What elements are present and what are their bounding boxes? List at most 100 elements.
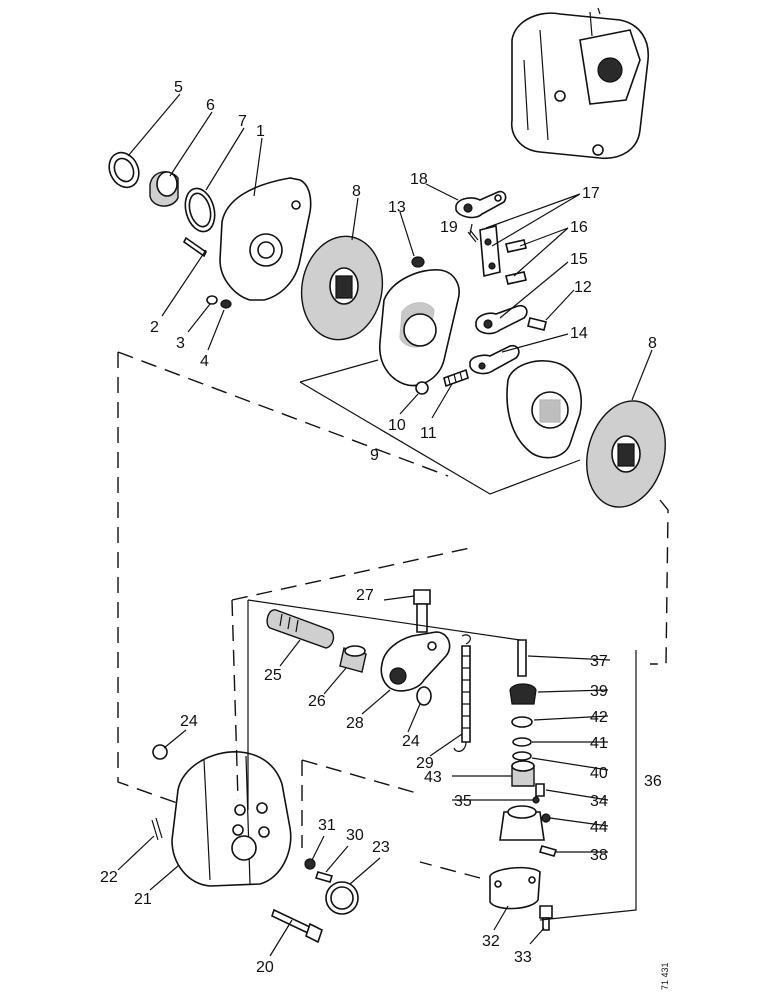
group-36-bracket <box>247 599 637 921</box>
callout-43: 43 <box>424 769 442 786</box>
callout-4: 4 <box>200 353 209 370</box>
callout-8-upper: 8 <box>352 183 361 200</box>
leader-lines <box>117 93 653 957</box>
assembly-line-lower <box>301 759 481 879</box>
callout-12: 12 <box>574 279 592 296</box>
assembly-line-left <box>117 352 181 805</box>
retaining-ring-part <box>511 716 533 728</box>
callout-18: 18 <box>410 171 428 188</box>
brake-lever-part <box>380 631 451 692</box>
cover-plate-part <box>219 177 312 301</box>
assembled-housing-illustration <box>511 7 649 159</box>
bleed-screw-part <box>535 783 545 797</box>
o-ring-lower-part <box>512 751 532 761</box>
small-nut-part <box>411 256 425 268</box>
clevis-bolt-lower-part <box>505 271 527 285</box>
housing-bolt-part <box>271 908 323 944</box>
callout-labels: 1 2 3 4 5 6 7 8 8 9 10 11 12 13 14 15 16… <box>100 79 662 976</box>
friction-disc-upper-part <box>300 235 384 341</box>
callout-6: 6 <box>206 97 215 114</box>
steel-ball-part <box>415 381 429 395</box>
callout-7: 7 <box>238 113 247 130</box>
washer-lower-left-part <box>152 744 168 760</box>
friction-disc-lower-part <box>586 400 666 508</box>
callout-3: 3 <box>176 335 185 352</box>
brake-housing-part <box>171 751 292 887</box>
callout-33: 33 <box>514 949 532 966</box>
callout-42: 42 <box>590 709 608 726</box>
callout-20: 20 <box>256 959 274 976</box>
callout-15: 15 <box>570 251 588 268</box>
return-spring-small-part <box>443 368 469 388</box>
actuating-link-part <box>475 304 528 335</box>
split-pin-upper-part <box>467 229 479 243</box>
callout-21: 21 <box>134 891 152 908</box>
callout-19: 19 <box>440 219 458 236</box>
callout-25: 25 <box>264 667 282 684</box>
callout-14: 14 <box>570 325 588 342</box>
bush-part <box>339 645 367 673</box>
callout-16: 16 <box>570 219 588 236</box>
clevis-part <box>479 224 501 278</box>
callout-28: 28 <box>346 715 364 732</box>
callout-8-lower: 8 <box>648 335 657 352</box>
dowel-pin-part <box>182 236 208 258</box>
callout-29: 29 <box>416 755 434 772</box>
assembly-line-right <box>650 499 669 665</box>
bolt-lower-part <box>314 871 334 883</box>
washer-lower-right-part <box>416 686 432 706</box>
callout-1: 1 <box>256 123 265 140</box>
valve-body-part <box>499 805 545 841</box>
valve-cover-part <box>489 866 541 910</box>
valve-nut-part <box>541 813 551 823</box>
callout-44: 44 <box>590 819 608 836</box>
callout-41: 41 <box>590 735 608 752</box>
nut-part <box>220 299 232 309</box>
callout-31: 31 <box>318 817 336 834</box>
circlip-ring-part <box>184 187 216 233</box>
pressure-plate-part <box>506 360 582 459</box>
callout-23: 23 <box>372 839 390 856</box>
cover-bolt-part <box>539 905 553 931</box>
callout-17: 17 <box>582 185 600 202</box>
valve-cap-part <box>509 683 537 705</box>
drawing-reference-code: 71 431 <box>660 962 670 990</box>
callout-32: 32 <box>482 933 500 950</box>
callout-24-right: 24 <box>402 733 420 750</box>
valve-screw-part <box>538 845 558 857</box>
callout-36: 36 <box>644 773 662 790</box>
clevis-bolt-upper-part <box>505 239 527 253</box>
link-part <box>455 190 507 219</box>
callout-38: 38 <box>590 847 608 864</box>
callout-22: 22 <box>100 869 118 886</box>
operating-shaft-part <box>266 609 335 649</box>
link-bolt-part <box>527 317 547 331</box>
callout-2: 2 <box>150 319 159 336</box>
callout-40: 40 <box>590 765 608 782</box>
callout-26: 26 <box>308 693 326 710</box>
callout-27: 27 <box>356 587 374 604</box>
shaft-seal-part <box>325 881 359 915</box>
assembly-line-middle <box>231 547 471 801</box>
callout-24-left: 24 <box>180 713 198 730</box>
bearing-part <box>149 171 179 207</box>
callout-37: 37 <box>590 653 608 670</box>
actuating-plate-part <box>379 269 460 387</box>
seal-ring-part <box>108 151 140 189</box>
assembly-line-diagonal <box>117 351 449 477</box>
callout-30: 30 <box>346 827 364 844</box>
nut-lower-part <box>304 858 316 870</box>
lower-link-part <box>469 344 520 375</box>
washer-part <box>206 295 218 305</box>
callout-39: 39 <box>590 683 608 700</box>
valve-sleeve-part <box>511 760 535 787</box>
callout-11: 11 <box>420 425 437 442</box>
callout-13: 13 <box>388 199 406 216</box>
callout-5: 5 <box>174 79 183 96</box>
callout-34: 34 <box>590 793 608 810</box>
callout-9: 9 <box>370 447 379 464</box>
return-spring-part <box>453 634 471 752</box>
callout-10: 10 <box>388 417 406 434</box>
callout-35: 35 <box>454 793 472 810</box>
